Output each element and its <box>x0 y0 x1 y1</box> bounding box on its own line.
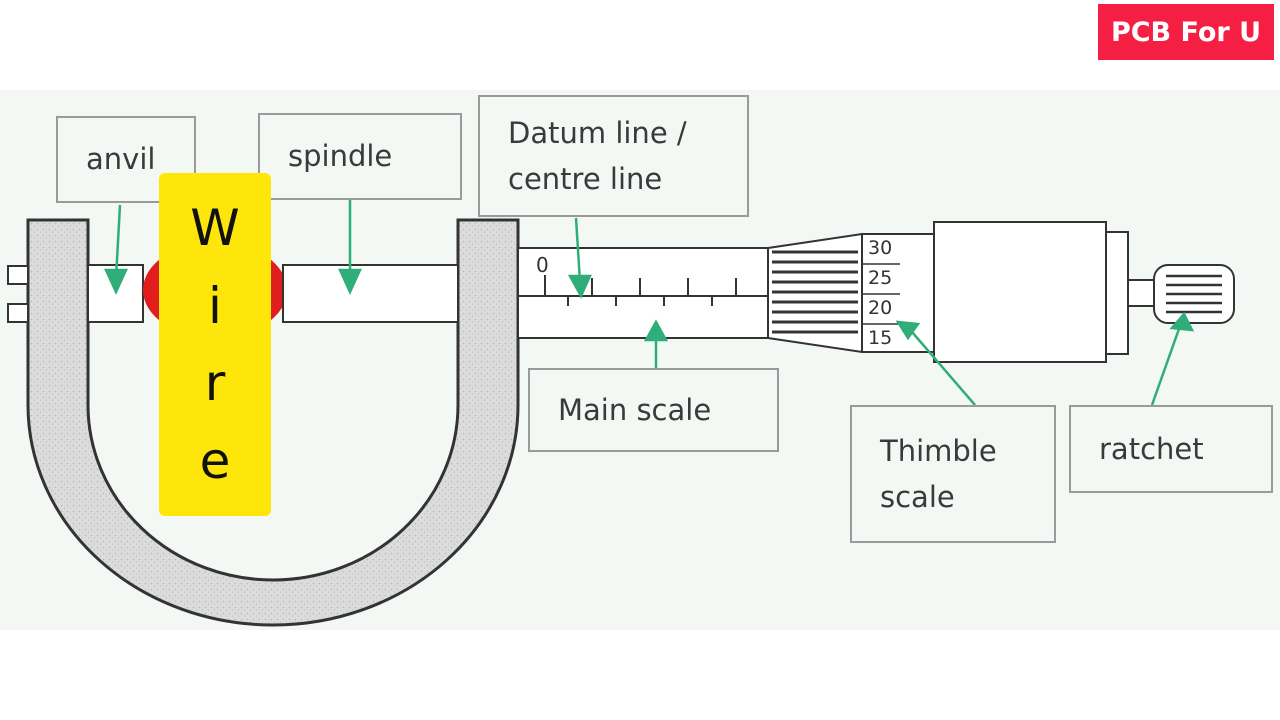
frame-tab-top <box>7 265 29 285</box>
wire-letter-3: r <box>204 354 226 413</box>
ratchet-knurl <box>1166 274 1222 314</box>
thimble-tick-15: 15 <box>868 327 892 349</box>
frame-tab-bottom <box>7 303 29 323</box>
pointer-arrows <box>104 200 1195 406</box>
main-scale-ticks <box>544 275 737 306</box>
brand-badge: PCB For U <box>1098 4 1274 60</box>
label-anvil: anvil <box>56 116 196 203</box>
spindle-shape <box>282 264 459 323</box>
wire-letter-1: W <box>190 198 240 257</box>
label-thimble-scale: Thimble scale <box>850 405 1056 543</box>
thimble-body <box>933 221 1107 363</box>
wire-highlight-box: W i r e <box>159 173 271 516</box>
wire-letter-2: i <box>208 276 222 335</box>
thimble-tick-30: 30 <box>868 237 892 259</box>
wire-letter-4: e <box>199 432 231 491</box>
label-spindle: spindle <box>258 113 462 200</box>
main-scale-zero: 0 <box>536 253 549 277</box>
label-main-scale: Main scale <box>528 368 779 452</box>
thimble-tick-20: 20 <box>868 297 892 319</box>
ratchet-shaft <box>1127 279 1155 307</box>
label-ratchet: ratchet <box>1069 405 1273 493</box>
label-datum-line: Datum line / centre line <box>478 95 749 217</box>
sleeve-shape <box>517 247 769 339</box>
thimble-tick-25: 25 <box>868 267 892 289</box>
thimble-scale-lines <box>862 263 900 325</box>
thimble-knurl <box>772 250 858 334</box>
thimble-end-cap <box>1105 231 1129 355</box>
micrometer-frame <box>26 218 520 627</box>
